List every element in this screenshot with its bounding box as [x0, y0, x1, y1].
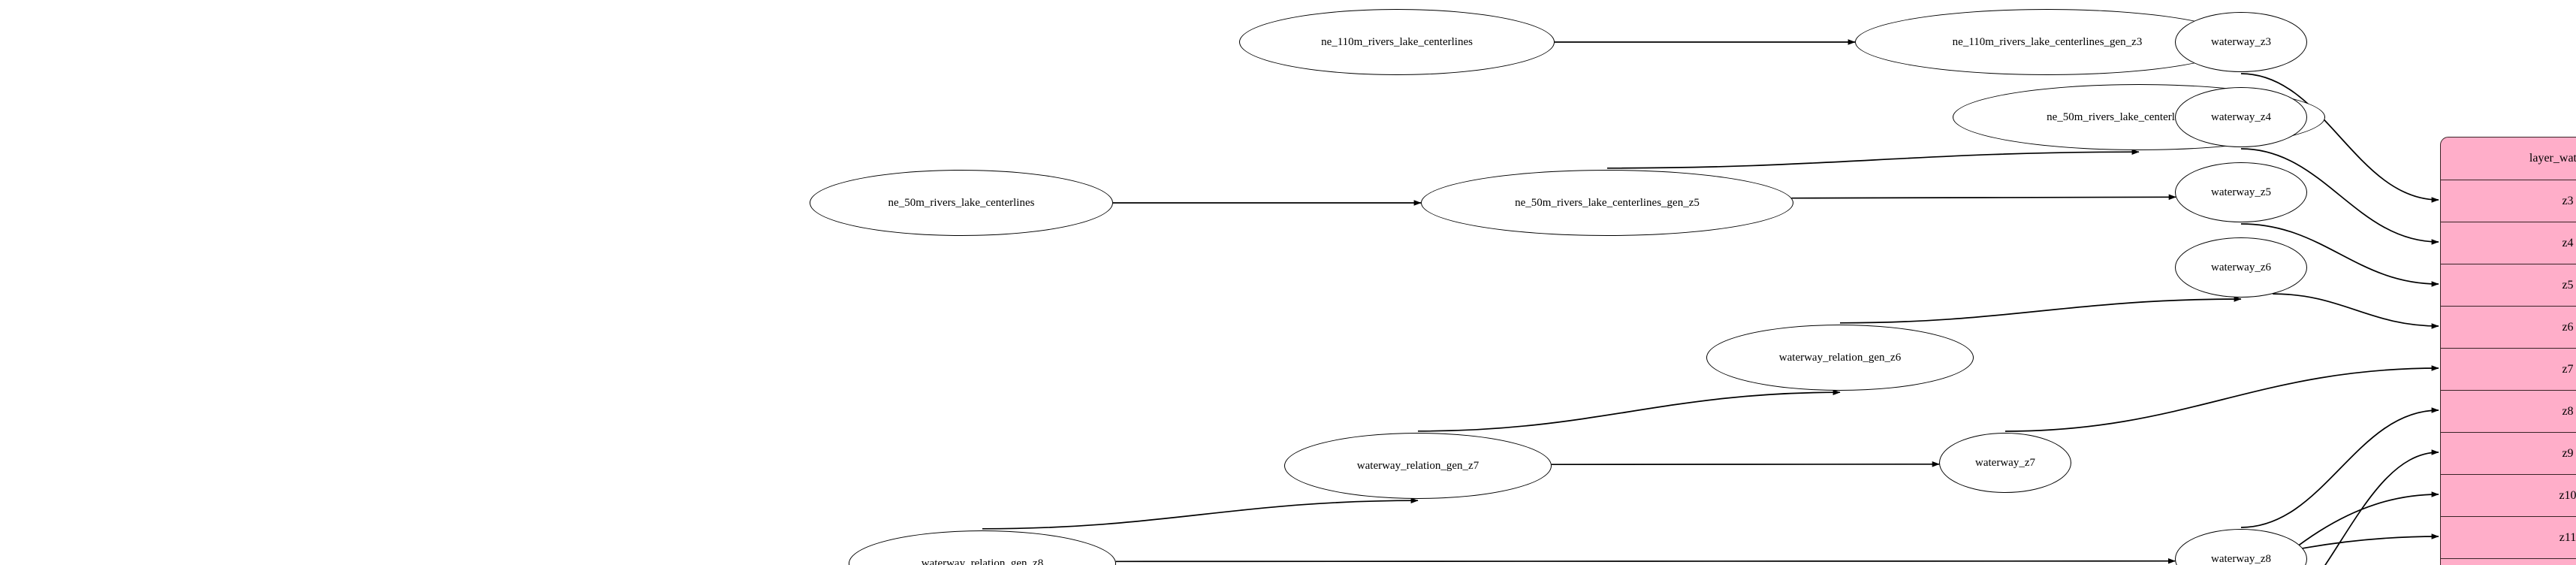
graph-edge-waterway_relation_gen_z6-to-waterway_z6: [1839, 296, 2242, 324]
graph-edge-ne_50m_rivers_lake_centerlines_gen_z5-to-ne_50m_rivers_lake_centerlines_gen_z4: [1606, 149, 2140, 169]
graph-edge-waterway_z8-to-layer_waterway-z8: [2240, 407, 2439, 528]
graph-node-waterway_z3[interactable]: waterway_z3: [2175, 12, 2307, 72]
node-label: ne_110m_rivers_lake_centerlines: [1321, 35, 1473, 48]
layer-table-row-z9[interactable]: z9: [2441, 432, 2576, 474]
graph-node-ne_50m_rivers_lake_centerlines[interactable]: ne_50m_rivers_lake_centerlines: [810, 170, 1113, 236]
node-label: waterway_z5: [2211, 186, 2271, 198]
layer-table-row-z10[interactable]: z10: [2441, 474, 2576, 516]
graph-node-ne_50m_rivers_lake_centerlines_gen_z5[interactable]: ne_50m_rivers_lake_centerlines_gen_z5: [1421, 170, 1793, 236]
layer-table-header: layer_waterway: [2529, 152, 2576, 165]
graph-node-ne_110m_rivers_lake_centerlines[interactable]: ne_110m_rivers_lake_centerlines: [1239, 9, 1555, 75]
layer-table-row-z12[interactable]: z12: [2441, 558, 2576, 565]
graph-edge-ne_50m_rivers_lake_centerlines_gen_z5-to-waterway_z5: [1791, 194, 2176, 201]
graph-edge-waterway_relation_gen_z8-to-waterway_z8: [1115, 557, 2176, 564]
node-label: waterway_relation_gen_z7: [1356, 459, 1480, 472]
layer-table-row-z8[interactable]: z8: [2441, 390, 2576, 432]
layer-table-layer_waterway[interactable]: layer_waterwayz3z4z5z6z7z8z9z10z11z12z13…: [2440, 137, 2576, 565]
node-label: ne_50m_rivers_lake_centerlines_gen_z5: [1515, 196, 1700, 209]
graph-edge-waterway_z4-to-layer_waterway-z4: [2240, 148, 2439, 245]
graph-node-waterway_z4[interactable]: waterway_z4: [2175, 87, 2307, 147]
node-label: waterway_relation_gen_z8: [921, 557, 1044, 565]
node-label: ne_50m_rivers_lake_centerlines: [888, 196, 1035, 209]
node-label: waterway_z7: [1975, 456, 2035, 469]
node-label: ne_110m_rivers_lake_centerlines_gen_z3: [1952, 35, 2143, 48]
graph-node-waterway_relation_gen_z7[interactable]: waterway_relation_gen_z7: [1284, 433, 1552, 499]
node-label: waterway_z3: [2211, 35, 2271, 48]
graph-node-waterway_relation_gen_z6[interactable]: waterway_relation_gen_z6: [1706, 325, 1974, 391]
graph-node-waterway_z5[interactable]: waterway_z5: [2175, 162, 2307, 222]
graph-node-waterway_z7[interactable]: waterway_z7: [1939, 433, 2071, 493]
graph-edge-waterway_relation_gen_z7-to-waterway_relation_gen_z6: [1417, 389, 1841, 432]
node-label: waterway_relation_gen_z6: [1778, 351, 1902, 364]
node-label: waterway_z6: [2211, 261, 2271, 273]
node-label: waterway_z4: [2211, 110, 2271, 123]
graph-edge-waterway_z7-to-layer_waterway-z7: [2004, 365, 2439, 432]
layer-table-row-z5[interactable]: z5: [2441, 264, 2576, 306]
layer-table-row-z3[interactable]: z3: [2441, 180, 2576, 222]
graph-edge-waterway_z10-to-layer_waterway-z10: [2273, 491, 2439, 565]
graph-edge-waterway_z5-to-layer_waterway-z5: [2240, 223, 2439, 287]
node-label: waterway_z8: [2211, 552, 2271, 565]
graph-edge-waterway_z3-to-layer_waterway-z3: [2240, 73, 2439, 203]
layer-table-row-z11[interactable]: z11: [2441, 516, 2576, 558]
layer-table-row-z7[interactable]: z7: [2441, 348, 2576, 390]
graph-edge-waterway_z6-to-layer_waterway-z6: [2273, 293, 2439, 329]
layer-table-row-z6[interactable]: z6: [2441, 306, 2576, 348]
graph-node-waterway_z6[interactable]: waterway_z6: [2175, 237, 2307, 298]
graph-edge-waterway_relation_gen_z8-to-waterway_relation_gen_z7: [982, 497, 1419, 530]
layer-table-row-z4[interactable]: z4: [2441, 222, 2576, 264]
